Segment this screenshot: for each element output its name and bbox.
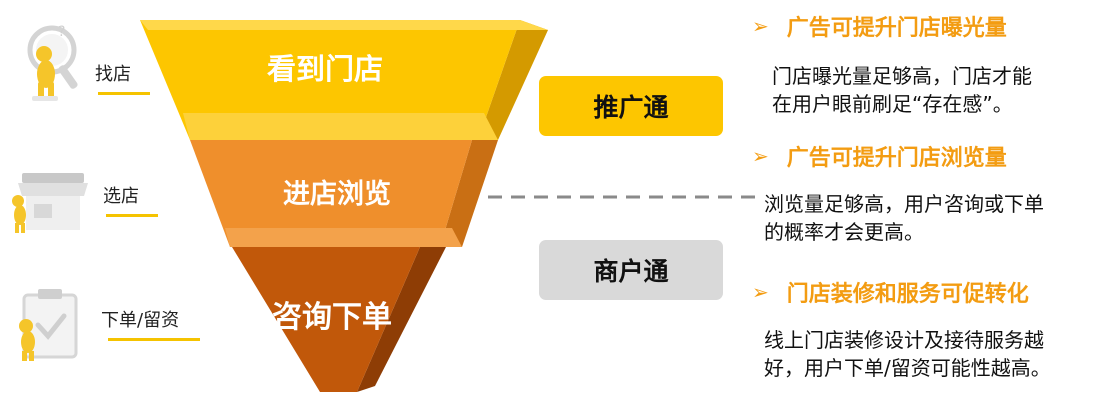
funnel-stage-2-text: 进店浏览 <box>283 179 391 210</box>
badge-tuiguangtong: 推广通 <box>539 76 723 136</box>
step-underline <box>106 214 158 217</box>
badge-shanghutong: 商户通 <box>539 240 723 300</box>
funnel-stage-3-text: 咨询下单 <box>272 300 392 335</box>
step-underline <box>108 338 200 341</box>
funnel-stage-1-text: 看到门店 <box>266 52 384 86</box>
magnifier-mascot-icon: ? <box>27 24 78 101</box>
funnel-stage-1 <box>140 20 548 140</box>
funnel-stage-3 <box>232 247 446 392</box>
storefront-mascot-icon <box>12 173 88 233</box>
step-label-find: 找店 <box>95 64 131 85</box>
arrow-right-icon: ➢ <box>752 144 769 168</box>
point-2-heading: ➢ 广告可提升门店浏览量 <box>752 144 1007 171</box>
arrow-right-icon: ➢ <box>752 280 769 304</box>
funnel-stage-2 <box>190 140 498 247</box>
svg-text:?: ? <box>58 24 65 40</box>
point-1-heading: ➢ 广告可提升门店曝光量 <box>752 14 1007 41</box>
arrow-right-icon: ➢ <box>752 14 769 38</box>
point-2-description: 浏览量足够高，用户咨询或下单 的概率才会更高。 <box>764 192 1044 244</box>
clipboard-mascot-icon <box>19 289 78 361</box>
step-label-order: 下单/留资 <box>101 310 180 331</box>
point-3-description: 线上门店装修设计及接待服务越 好，用户下单/留资可能性越高。 <box>764 328 1051 380</box>
step-underline <box>98 92 150 95</box>
step-label-select: 选店 <box>103 186 139 207</box>
point-1-description: 门店曝光量足够高，门店才能 在用户眼前刷足“存在感”。 <box>772 64 1032 116</box>
point-3-heading: ➢ 门店装修和服务可促转化 <box>752 280 1029 307</box>
